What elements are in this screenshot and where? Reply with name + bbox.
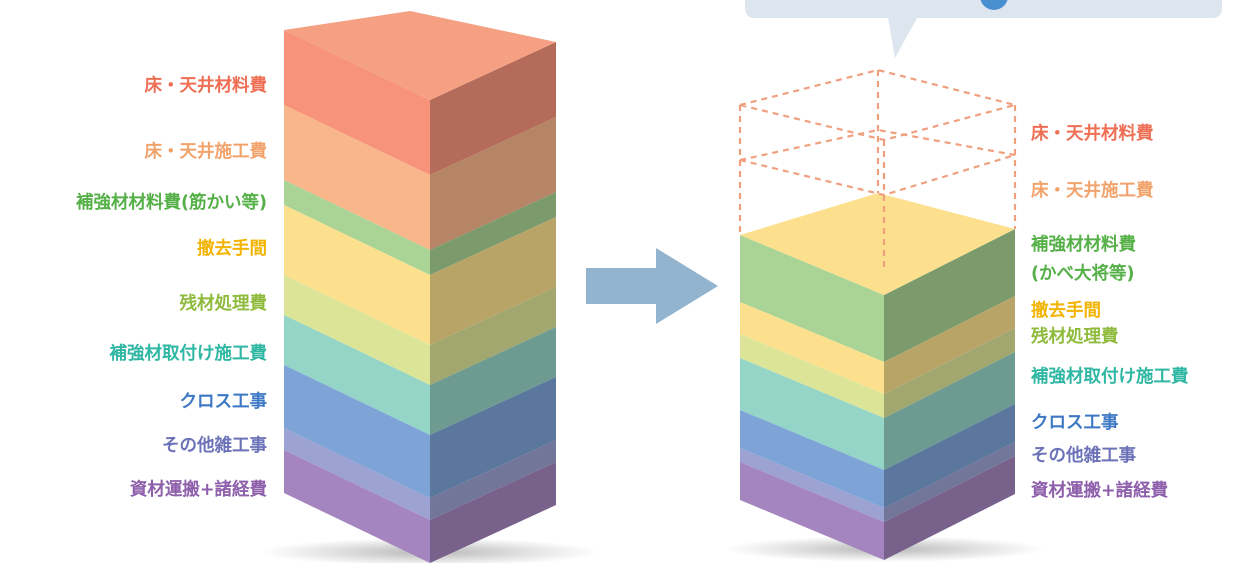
before-layer-side-misc xyxy=(430,440,556,520)
after-layer-front-reinforce_material xyxy=(740,235,884,362)
after-layer-side-reinforce_install xyxy=(884,352,1015,470)
after-layer-side-waste xyxy=(884,328,1015,418)
after-layer-front-reinforce_install xyxy=(740,358,884,470)
before-label-floor-work: 床・天井施工費 xyxy=(144,142,268,162)
before-layer-front-reinforce_material xyxy=(284,180,430,275)
before-label-misc: その他雑工事 xyxy=(162,436,267,456)
after-label-misc: その他雑工事 xyxy=(1031,446,1136,466)
before-stack xyxy=(284,11,556,563)
before-layer-side-transport xyxy=(430,462,556,563)
after-label-floor-material: 床・天井材料費 xyxy=(1031,124,1154,144)
before-layer-front-reinforce_install xyxy=(284,315,430,435)
after-label-reinforce-install: 補強材取付け施工費 xyxy=(1031,367,1189,387)
callout-bubble xyxy=(745,0,1222,58)
before-label-floor-material: 床・天井材料費 xyxy=(144,76,268,96)
after-stack xyxy=(738,68,1020,560)
before-layer-side-waste xyxy=(430,287,556,385)
after-label-transport: 資材運搬+諸経費 xyxy=(1031,481,1169,501)
after-layer-side-removal xyxy=(884,296,1015,394)
before-label-waste: 残材処理費 xyxy=(179,294,268,314)
before-layer-front-removal xyxy=(284,205,430,345)
before-layer-side-reinforce_install xyxy=(430,327,556,435)
before-layer-side-removal xyxy=(430,217,556,345)
after-layer-front-transport xyxy=(740,462,884,560)
callout-icon xyxy=(980,0,1008,10)
before-label-cross: クロス工事 xyxy=(179,392,268,412)
before-layer-side-reinforce_material xyxy=(430,192,556,275)
before-label-reinforce-material: 補強材材料費(筋かい等) xyxy=(76,193,267,213)
after-ghost-edge-4 xyxy=(739,153,1016,197)
before-layer-front-floor_material xyxy=(284,30,430,175)
after-layer-side-transport xyxy=(884,456,1015,560)
after-layer-front-misc xyxy=(740,448,884,522)
before-layer-front-cross xyxy=(284,365,430,498)
before-label-removal: 撤去手間 xyxy=(197,239,267,259)
before-layer-side-cross xyxy=(430,377,556,498)
after-label-removal: 撤去手間 xyxy=(1031,301,1101,321)
transition-arrow xyxy=(586,248,718,324)
arrow-right-icon xyxy=(586,248,718,324)
before-layer-front-floor_work xyxy=(284,105,430,250)
after-ghost-edge-5 xyxy=(739,128,1016,162)
after-layer-side-reinforce_material xyxy=(884,229,1015,362)
after-layer-front-removal xyxy=(740,302,884,394)
after-label-waste: 残材処理費 xyxy=(1031,327,1119,347)
callout-box xyxy=(745,0,1222,58)
before-layer-front-waste xyxy=(284,275,430,385)
before-label-reinforce-install: 補強材取付け施工費 xyxy=(109,344,268,364)
after-layer-front-waste xyxy=(740,334,884,418)
before-top-face xyxy=(284,11,556,100)
after-label-cross: クロス工事 xyxy=(1031,413,1119,433)
after-layer-side-cross xyxy=(884,404,1015,508)
after-label-floor-work: 床・天井施工費 xyxy=(1031,181,1154,201)
after-top-face xyxy=(740,193,1015,295)
before-layer-front-transport xyxy=(284,450,430,563)
before-label-transport: 資材運搬+諸経費 xyxy=(129,480,267,500)
before-layer-side-floor_work xyxy=(430,117,556,250)
before-layer-front-misc xyxy=(284,428,430,520)
after-label-reinforce-material-note: (かべ大将等) xyxy=(1031,264,1135,284)
after-layer-front-cross xyxy=(740,410,884,508)
after-layer-side-misc xyxy=(884,442,1015,522)
before-layer-side-floor_material xyxy=(430,42,556,175)
after-label-reinforce-material: 補強材材料費 xyxy=(1031,235,1136,255)
